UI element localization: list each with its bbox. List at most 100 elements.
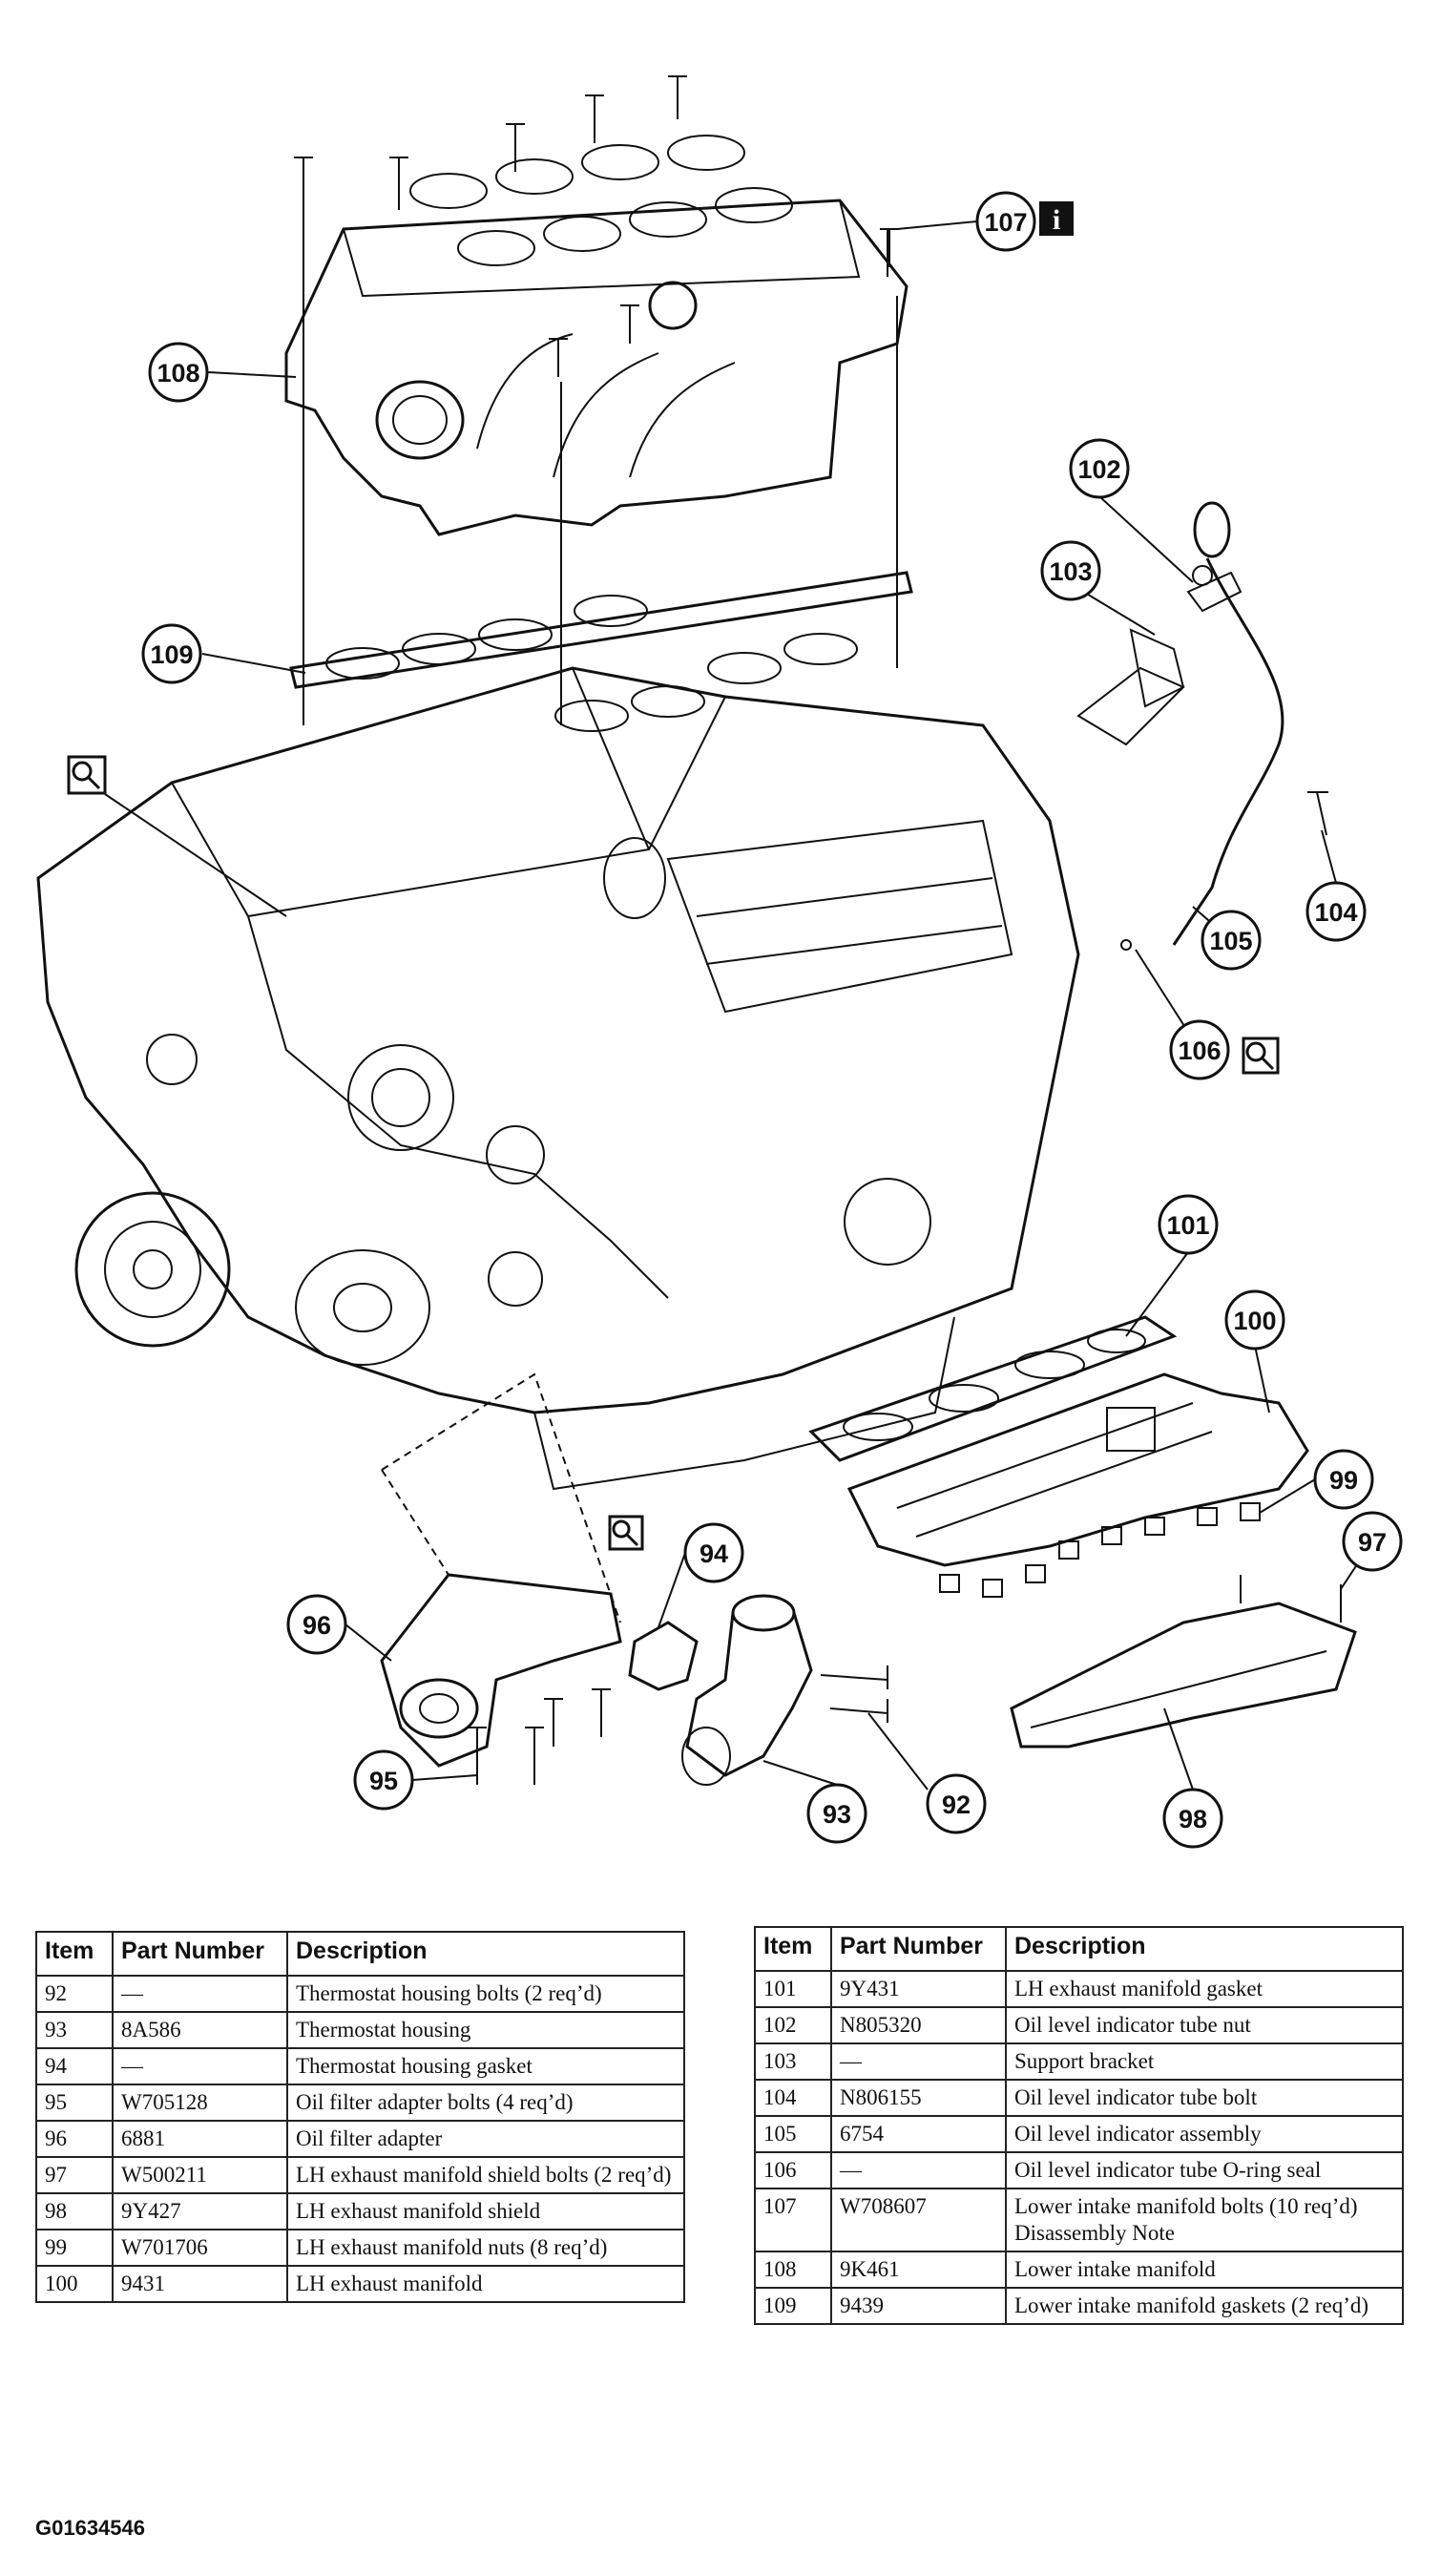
callout-98: 98 [1162,1788,1223,1849]
callout-number: 94 [700,1539,728,1568]
cell-item: 103 [754,2042,832,2081]
cell-part-number: 9439 [830,2287,1007,2325]
callout-92: 92 [926,1773,987,1834]
cell-part-number: 9Y431 [830,1970,1007,2008]
cell-part-number: 9Y427 [112,2192,288,2230]
manifold-bolts [294,75,899,377]
callout-104: 104 [1305,881,1367,942]
callout-number: 93 [823,1800,851,1829]
figure-code: G01634546 [35,2516,145,2540]
cell-item: 108 [754,2251,832,2289]
callout-number: 108 [157,359,199,387]
callout-number: 100 [1233,1307,1276,1335]
header-item: Item [754,1926,832,1972]
table-row: 92—Thermostat housing bolts (2 req’d) [35,1975,685,2013]
header-part-number: Part Number [830,1926,1007,1972]
callout-102: 102 [1069,438,1130,499]
cell-part-number: — [830,2151,1007,2189]
cell-item: 100 [35,2265,114,2303]
cell-description: Lower intake manifold bolts (10 req’d) D… [1005,2188,1404,2252]
callout-99: 99 [1313,1449,1374,1510]
callout-number: 99 [1329,1466,1358,1495]
cell-description: Thermostat housing [286,2011,685,2049]
thermostat-gasket [628,1621,699,1691]
cell-part-number: N805320 [830,2006,1007,2044]
callout-103: 103 [1040,540,1101,601]
cell-part-number: — [830,2042,1007,2081]
cell-description: Oil filter adapter [286,2120,685,2158]
cell-part-number: 9K461 [830,2251,1007,2289]
cell-description: LH exhaust manifold shield [286,2192,685,2230]
callout-100: 100 [1224,1289,1285,1351]
callout-number: 98 [1179,1805,1207,1833]
cell-item: 97 [35,2156,114,2194]
cell-description: Oil level indicator tube nut [1005,2006,1404,2044]
table-row: 94—Thermostat housing gasket [35,2047,685,2085]
table-row: 103—Support bracket [754,2042,1404,2081]
cell-description: Oil level indicator assembly [1005,2115,1404,2153]
callout-107: 107 [975,191,1036,252]
cell-item: 105 [754,2115,832,2153]
callout-number: 97 [1358,1528,1387,1557]
lower-intake-manifold [284,135,908,536]
callout-number: 103 [1049,557,1092,586]
cell-part-number: — [112,2047,288,2085]
cell-part-number: W500211 [112,2156,288,2194]
callout-105: 105 [1201,910,1262,971]
cell-item: 96 [35,2120,114,2158]
cell-item: 94 [35,2047,114,2085]
cell-item: 109 [754,2287,832,2325]
cell-item: 98 [35,2192,114,2230]
cell-item: 101 [754,1970,832,2008]
exhaust-manifold-nuts [939,1502,1261,1598]
callout-101: 101 [1158,1194,1219,1255]
cell-part-number: 9431 [112,2265,288,2303]
callout-number: 96 [303,1611,331,1640]
callout-109: 109 [141,623,202,684]
callout-108: 108 [148,342,209,403]
callout-number: 101 [1166,1211,1209,1240]
header-description: Description [1005,1926,1404,1972]
magnifier-icon [608,1515,644,1551]
callout-number: 106 [1178,1037,1221,1065]
header-description: Description [286,1931,685,1977]
ac-compressor [74,1191,231,1348]
cell-description: Lower intake manifold [1005,2251,1404,2289]
cell-part-number: N806155 [830,2079,1007,2117]
callout-106: 106 [1169,1019,1230,1080]
svg-text:i: i [1053,204,1060,236]
callout-number: 95 [369,1767,398,1795]
exhaust-manifold-shield [1010,1575,1357,1749]
callout-number: 109 [150,640,193,669]
parts-table-left: Item Part Number Description 92—Thermost… [35,1931,685,2303]
table-header-row: Item Part Number Description [35,1931,685,1977]
cell-description: LH exhaust manifold gasket [1005,1970,1404,2008]
header-item: Item [35,1931,114,1977]
callout-number: 104 [1314,898,1357,927]
cell-description: LH exhaust manifold nuts (8 req’d) [286,2229,685,2267]
callout-number: 107 [984,208,1027,237]
cell-part-number: W701706 [112,2229,288,2267]
oil-filter-adapter [380,1573,622,1785]
header-part-number: Part Number [112,1931,288,1977]
oil-level-indicator [1076,501,1328,951]
cell-item: 107 [754,2188,832,2252]
cell-item: 104 [754,2079,832,2117]
cell-item: 95 [35,2084,114,2122]
cell-description: Lower intake manifold gaskets (2 req’d) [1005,2287,1404,2325]
cell-item: 99 [35,2229,114,2267]
cell-part-number: 6881 [112,2120,288,2158]
table-header-row: Item Part Number Description [754,1926,1404,1972]
cell-part-number: W708607 [830,2188,1007,2252]
callout-96: 96 [286,1594,347,1655]
cell-item: 102 [754,2006,832,2044]
